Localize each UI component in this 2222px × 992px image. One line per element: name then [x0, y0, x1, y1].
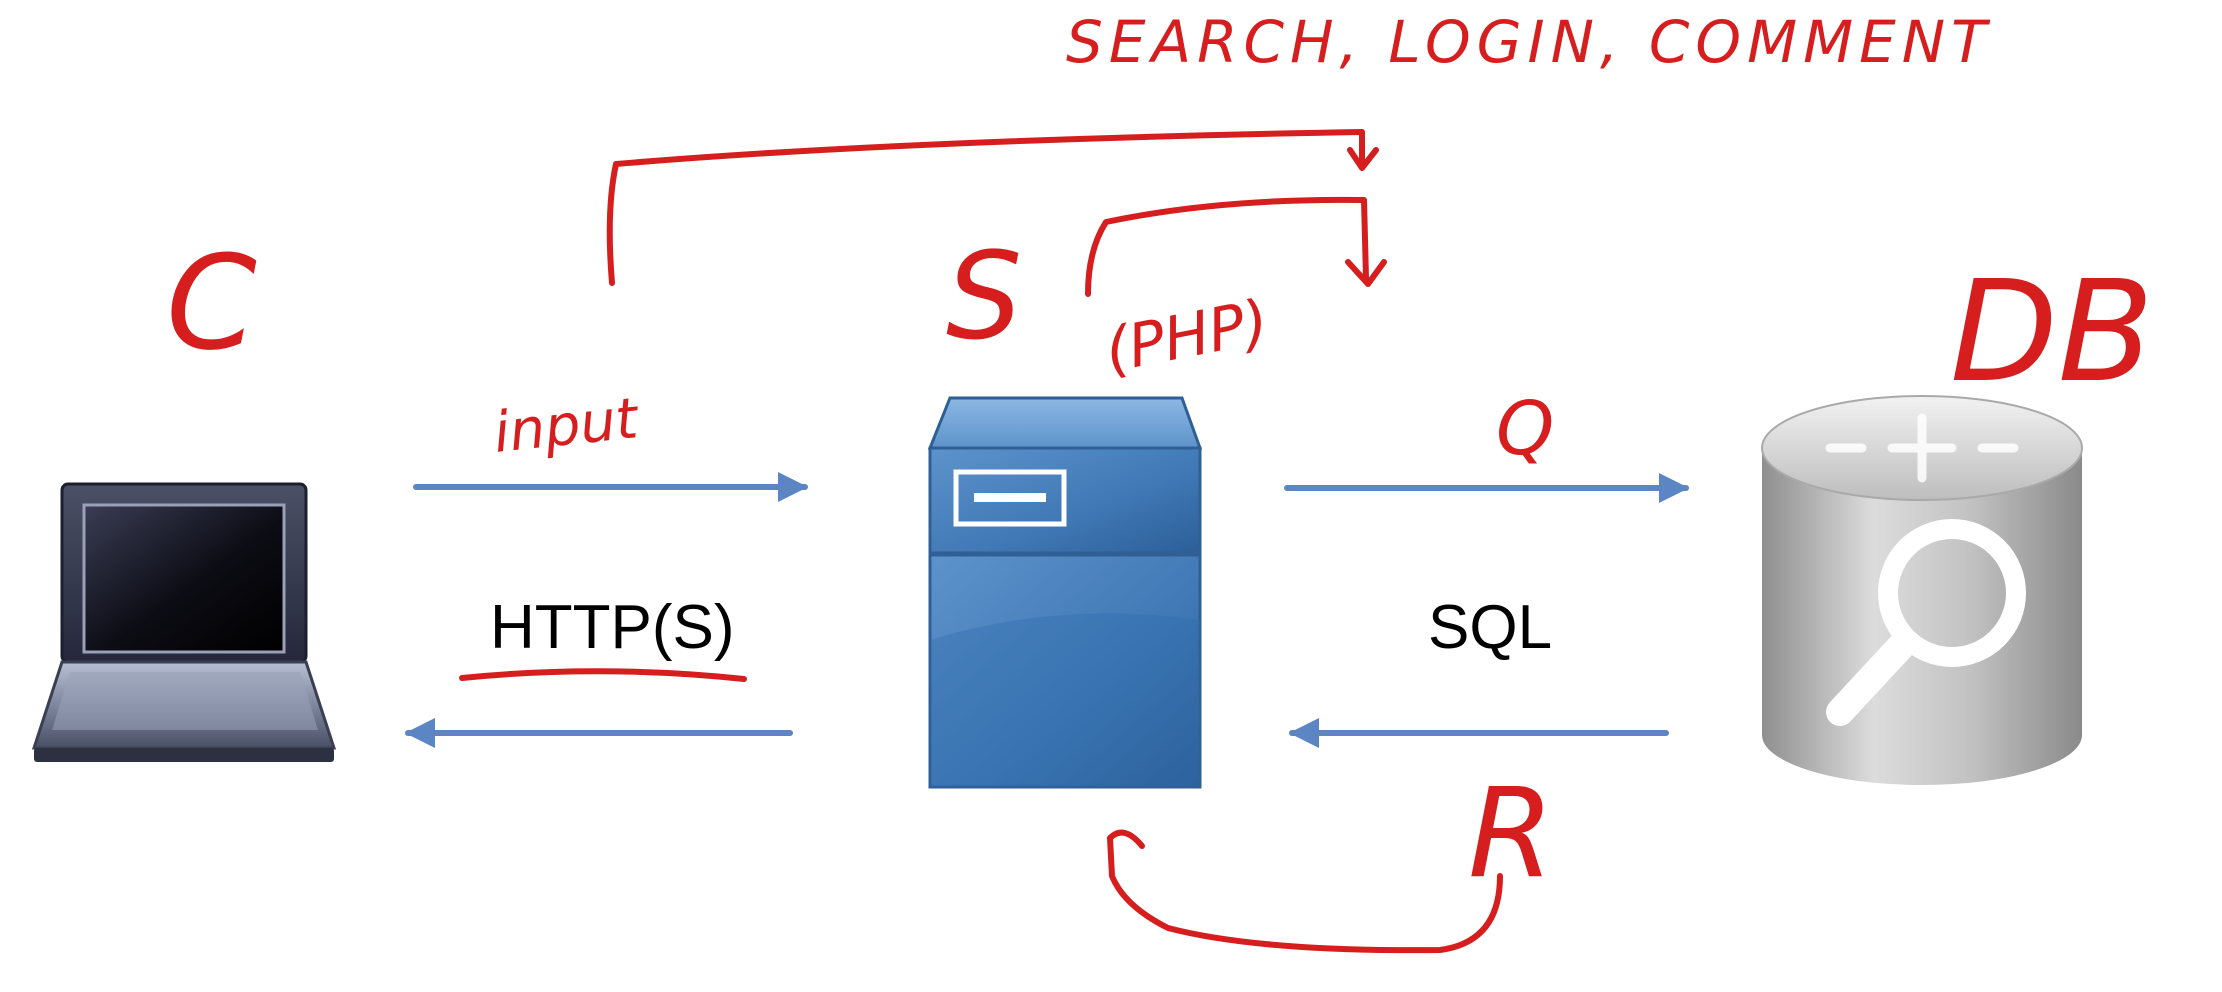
edge-label-http: HTTP(S): [490, 593, 735, 662]
response-return-stroke: [1107, 829, 1503, 954]
laptop-icon: [31, 482, 337, 762]
annotation-input: input: [491, 386, 643, 466]
php-bracket-stroke: [1085, 196, 1387, 297]
top-bracket-stroke: [606, 129, 1379, 286]
edge-label-sql: SQL: [1428, 593, 1552, 662]
annotation-client: C: [166, 227, 257, 379]
database-search-icon: [1761, 395, 2083, 785]
annotation-language: (PHP): [1100, 287, 1275, 387]
annotation-top: SEARCH, LOGIN, COMMENT: [1066, 8, 1993, 76]
annotation-response: R: [1468, 762, 1554, 906]
http-underline: [459, 668, 747, 682]
annotation-database: DB: [1950, 251, 2154, 414]
server-icon: [927, 396, 1203, 789]
annotation-server: S: [946, 228, 1022, 367]
annotation-query: Q: [1496, 386, 1554, 472]
